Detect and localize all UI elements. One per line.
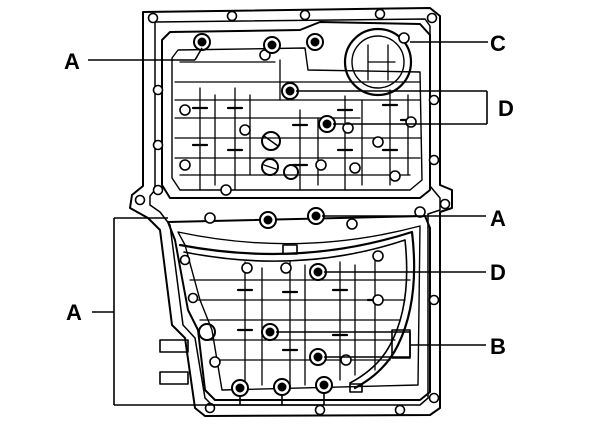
bolt-a-bottom-2 [273,378,291,396]
bolt-a-bottom-3 [315,376,333,394]
housing-bolts [134,8,451,416]
upper-spool-lands [191,103,417,167]
valve-body-small-bolts [179,32,426,368]
lower-valve-body [167,215,431,401]
bolt-d-top-1 [281,82,299,100]
callout-d-top: D [498,96,514,121]
wire-harness [178,230,416,390]
lower-valve-bores [189,259,411,391]
bolt-a-top-1 [193,33,211,51]
accumulator-c [343,27,413,97]
upper-valve-bores [174,59,421,191]
side-tab-2 [159,371,189,385]
accumulator-c-inner [351,35,405,89]
lower-spool-lands [236,288,384,352]
callout-b: B [490,334,506,359]
bolt-a-mid-1 [259,211,277,229]
callout-d-bottom: D [490,260,506,285]
upper-valve-body [161,21,431,199]
upper-body-inner [171,47,423,191]
bolt-d-top-2 [318,115,336,133]
leader-lines [88,41,488,406]
side-tab-1 [159,339,189,353]
bolt-d-bottom [309,263,327,281]
bolt-b [309,348,327,366]
bolt-a-left-1 [261,323,279,341]
callout-a-mid: A [490,206,506,231]
harness-clip [349,383,363,393]
check-ball-3 [283,164,299,180]
bolt-a-top-2 [263,36,281,54]
bolt-a-top-3 [306,33,324,51]
lower-round-feature [198,323,216,341]
bolt-a-bottom-1 [231,379,249,397]
wire-connector [282,244,298,255]
callout-bolts [193,33,336,397]
lower-body-inner [177,225,421,391]
callout-a-left: A [66,300,82,325]
bolt-a-mid-2 [307,207,325,225]
housing-outline [129,7,453,417]
check-ball-1 [261,131,281,151]
callout-c: C [490,31,506,56]
callout-a-top: A [64,49,80,74]
check-ball-2 [261,158,279,176]
